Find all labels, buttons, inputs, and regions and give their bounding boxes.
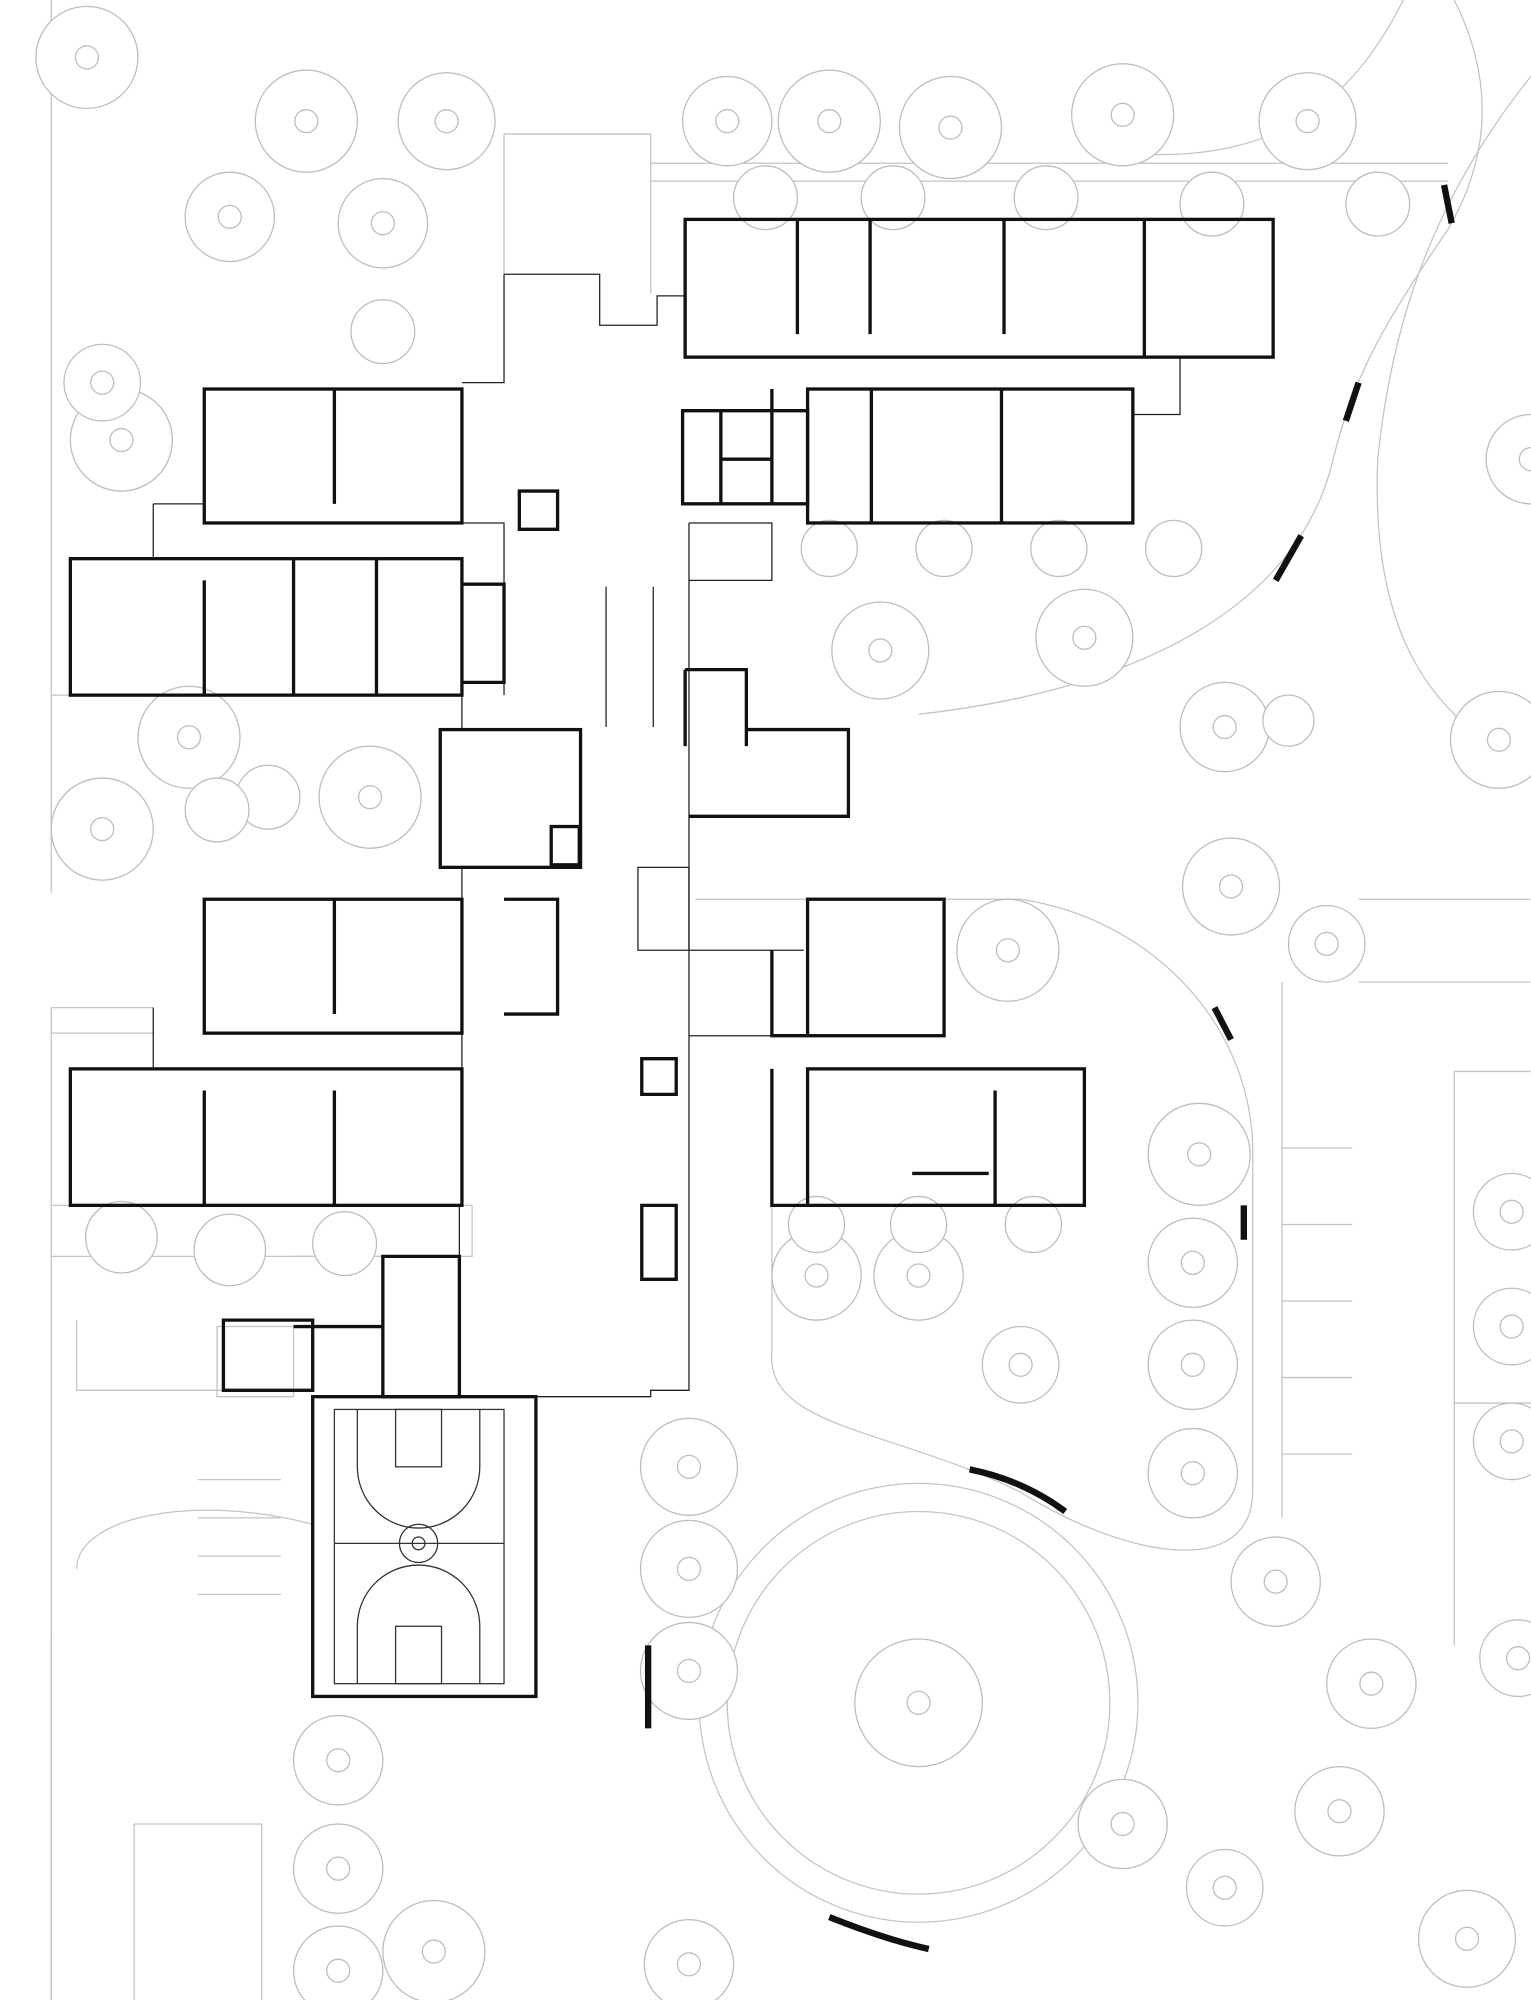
- tree-trunk: [1212, 714, 1237, 740]
- tree-trunk: [1218, 874, 1244, 899]
- tree-trunk: [1180, 1352, 1205, 1377]
- tree-trunk: [326, 1856, 351, 1881]
- tree-trunk: [217, 204, 242, 229]
- tree-trunk: [1180, 1461, 1205, 1486]
- tree-trunk: [1486, 727, 1512, 752]
- tree-trunk: [176, 725, 202, 750]
- tree-trunk: [676, 1952, 702, 1977]
- tree: [889, 1195, 948, 1254]
- tree-trunk: [715, 109, 740, 134]
- tree-trunk: [90, 370, 115, 395]
- tree-trunk: [817, 109, 842, 134]
- tree: [350, 299, 416, 365]
- tree: [193, 1213, 267, 1287]
- tree-trunk: [326, 1958, 351, 1983]
- tree-trunk: [1505, 1646, 1531, 1671]
- tree-trunk: [1072, 625, 1097, 650]
- tree-trunk: [421, 1939, 446, 1964]
- tree-trunk: [676, 1658, 702, 1684]
- tree-trunk: [906, 1690, 931, 1715]
- tree-trunk: [109, 427, 134, 453]
- tree-trunk: [676, 1454, 702, 1479]
- tree: [732, 165, 799, 231]
- tree-trunk: [294, 109, 319, 134]
- tree-trunk: [434, 109, 459, 134]
- tree-trunk: [1327, 1799, 1352, 1824]
- tree-trunk: [1180, 1250, 1205, 1275]
- tree: [1013, 165, 1079, 231]
- building-walls: [68, 217, 1275, 1399]
- tree: [800, 519, 858, 578]
- tree-trunk: [1454, 1926, 1480, 1951]
- tree-trunk: [370, 211, 395, 236]
- tree-trunk: [995, 938, 1020, 963]
- tree-trunk: [804, 1263, 829, 1288]
- tree: [787, 1195, 846, 1254]
- tree: [1345, 171, 1411, 237]
- tree-trunk: [326, 1748, 351, 1773]
- tree-trunk: [357, 785, 383, 810]
- tree: [1144, 519, 1203, 578]
- tree: [860, 165, 926, 231]
- tree-trunk: [1110, 102, 1135, 127]
- tree: [1479, 1619, 1531, 1698]
- tree: [1179, 171, 1245, 237]
- site-lines: [50, 0, 1531, 2000]
- tree: [1030, 519, 1088, 578]
- tree-trunk: [1499, 1199, 1524, 1224]
- tree: [85, 1200, 158, 1274]
- tree-trunk: [74, 45, 100, 70]
- tree-trunk: [1499, 1314, 1524, 1339]
- tree: [1262, 694, 1315, 747]
- tree-trunk: [1187, 1142, 1212, 1167]
- tree: [1004, 1195, 1063, 1254]
- tree-trunk: [90, 816, 115, 842]
- trees: [35, 5, 1531, 2000]
- tree-trunk: [1295, 109, 1320, 134]
- basketball-court: [311, 1395, 538, 1699]
- tree-trunk: [906, 1263, 931, 1288]
- tree-trunk: [1008, 1352, 1033, 1377]
- tree: [915, 519, 973, 578]
- tree-trunk: [1499, 1429, 1524, 1454]
- tree-trunk: [868, 638, 893, 663]
- tree-trunk: [938, 115, 963, 140]
- tree-trunk: [1314, 931, 1339, 956]
- tree-trunk: [1263, 1569, 1288, 1594]
- tree-trunk: [1212, 1875, 1237, 1900]
- tree-trunk: [1110, 1811, 1135, 1837]
- tree-trunk: [676, 1556, 702, 1581]
- tree-trunk: [1359, 1671, 1384, 1696]
- corridor: [152, 273, 1181, 1398]
- tree: [184, 777, 250, 843]
- site-walls: [644, 184, 1455, 1953]
- tree: [312, 1211, 378, 1277]
